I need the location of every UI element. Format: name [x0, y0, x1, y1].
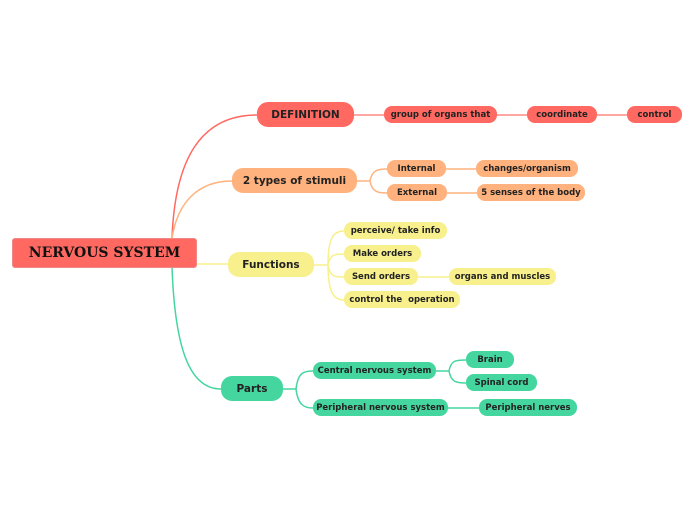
function-item[interactable]: Send orders: [344, 268, 418, 285]
root-node[interactable]: NERVOUS SYSTEM: [12, 238, 197, 268]
internal-detail-node[interactable]: changes/organism: [476, 160, 578, 177]
definition-node[interactable]: DEFINITION: [257, 102, 354, 127]
definition-child[interactable]: coordinate: [527, 106, 597, 123]
peripheral-nerves-node[interactable]: Peripheral nerves: [479, 399, 577, 416]
internal-node[interactable]: Internal: [387, 160, 446, 177]
external-detail-node[interactable]: 5 senses of the body: [477, 184, 585, 201]
parts-node[interactable]: Parts: [221, 376, 283, 401]
definition-child[interactable]: group of organs that: [384, 106, 497, 123]
function-item[interactable]: perceive/ take info: [344, 222, 447, 239]
peripheral-node[interactable]: Peripheral nervous system: [313, 399, 448, 416]
central-node[interactable]: Central nervous system: [313, 362, 436, 379]
external-node[interactable]: External: [387, 184, 447, 201]
function-item[interactable]: Make orders: [344, 245, 421, 262]
send-detail-node[interactable]: organs and muscles: [449, 268, 556, 285]
spinal-cord-node[interactable]: Spinal cord: [466, 374, 537, 391]
definition-child[interactable]: control: [627, 106, 682, 123]
stimuli-node[interactable]: 2 types of stimuli: [232, 168, 357, 193]
brain-node[interactable]: Brain: [466, 351, 514, 368]
function-item[interactable]: control the operation: [344, 291, 460, 308]
functions-node[interactable]: Functions: [228, 252, 314, 277]
